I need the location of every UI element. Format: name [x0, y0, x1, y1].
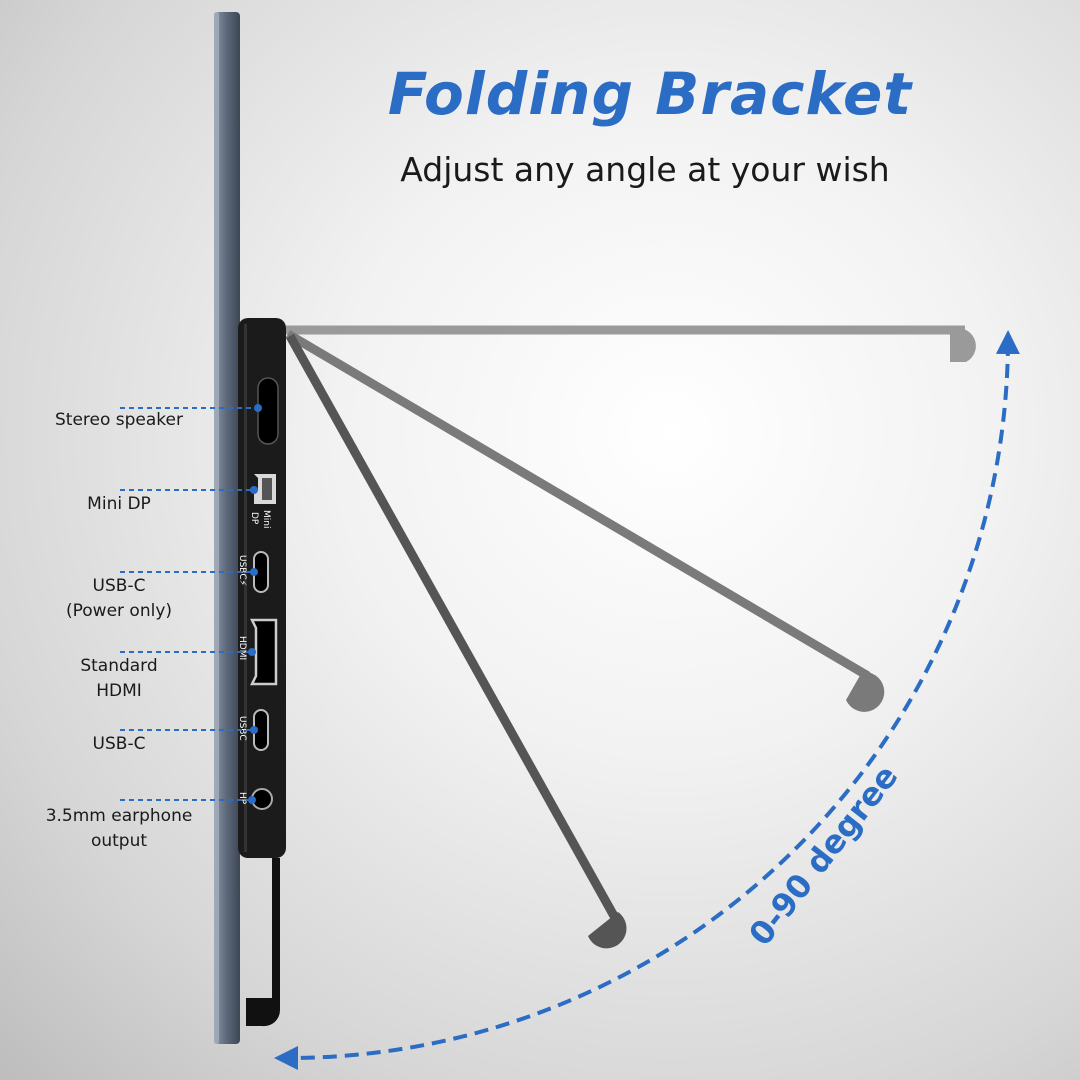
label-earphone-output: 3.5mm earphone output [45, 806, 193, 851]
page-title: Folding Bracket [387, 60, 913, 128]
angle-arc-arrow [274, 330, 1020, 1071]
usbc-tag: USBC [237, 716, 247, 741]
mini-dp-port: Mini DP [249, 474, 276, 528]
kickstand-30-degree [286, 333, 627, 949]
label-mini-dp: Mini DP [87, 494, 151, 514]
usbc-power-tag: USBC⚡ [237, 555, 247, 586]
monitor-body [214, 12, 240, 1044]
label-usbc-power: USB-C (Power only) [65, 576, 173, 621]
speaker-grille [257, 377, 279, 445]
kickstand-60-degree [285, 330, 885, 712]
kickstand-closed [246, 858, 281, 1027]
label-standard-hdmi: Standard HDMI [80, 656, 158, 701]
angle-label: 0-90 degree [741, 758, 905, 953]
hp-tag: HP [237, 792, 247, 805]
page-subtitle: Adjust any angle at your wish [400, 150, 890, 189]
usbc-port: USBC [237, 709, 269, 751]
mini-dp-tag-line1: Mini [261, 510, 271, 528]
label-stereo-speaker: Stereo speaker [54, 410, 183, 430]
hdmi-tag: HDMI [237, 636, 247, 660]
usbc-power-port: USBC⚡ [237, 551, 269, 593]
mini-dp-tag-line2: DP [249, 512, 259, 525]
label-usbc: USB-C [92, 734, 146, 754]
kickstand-90-degree [286, 325, 976, 362]
